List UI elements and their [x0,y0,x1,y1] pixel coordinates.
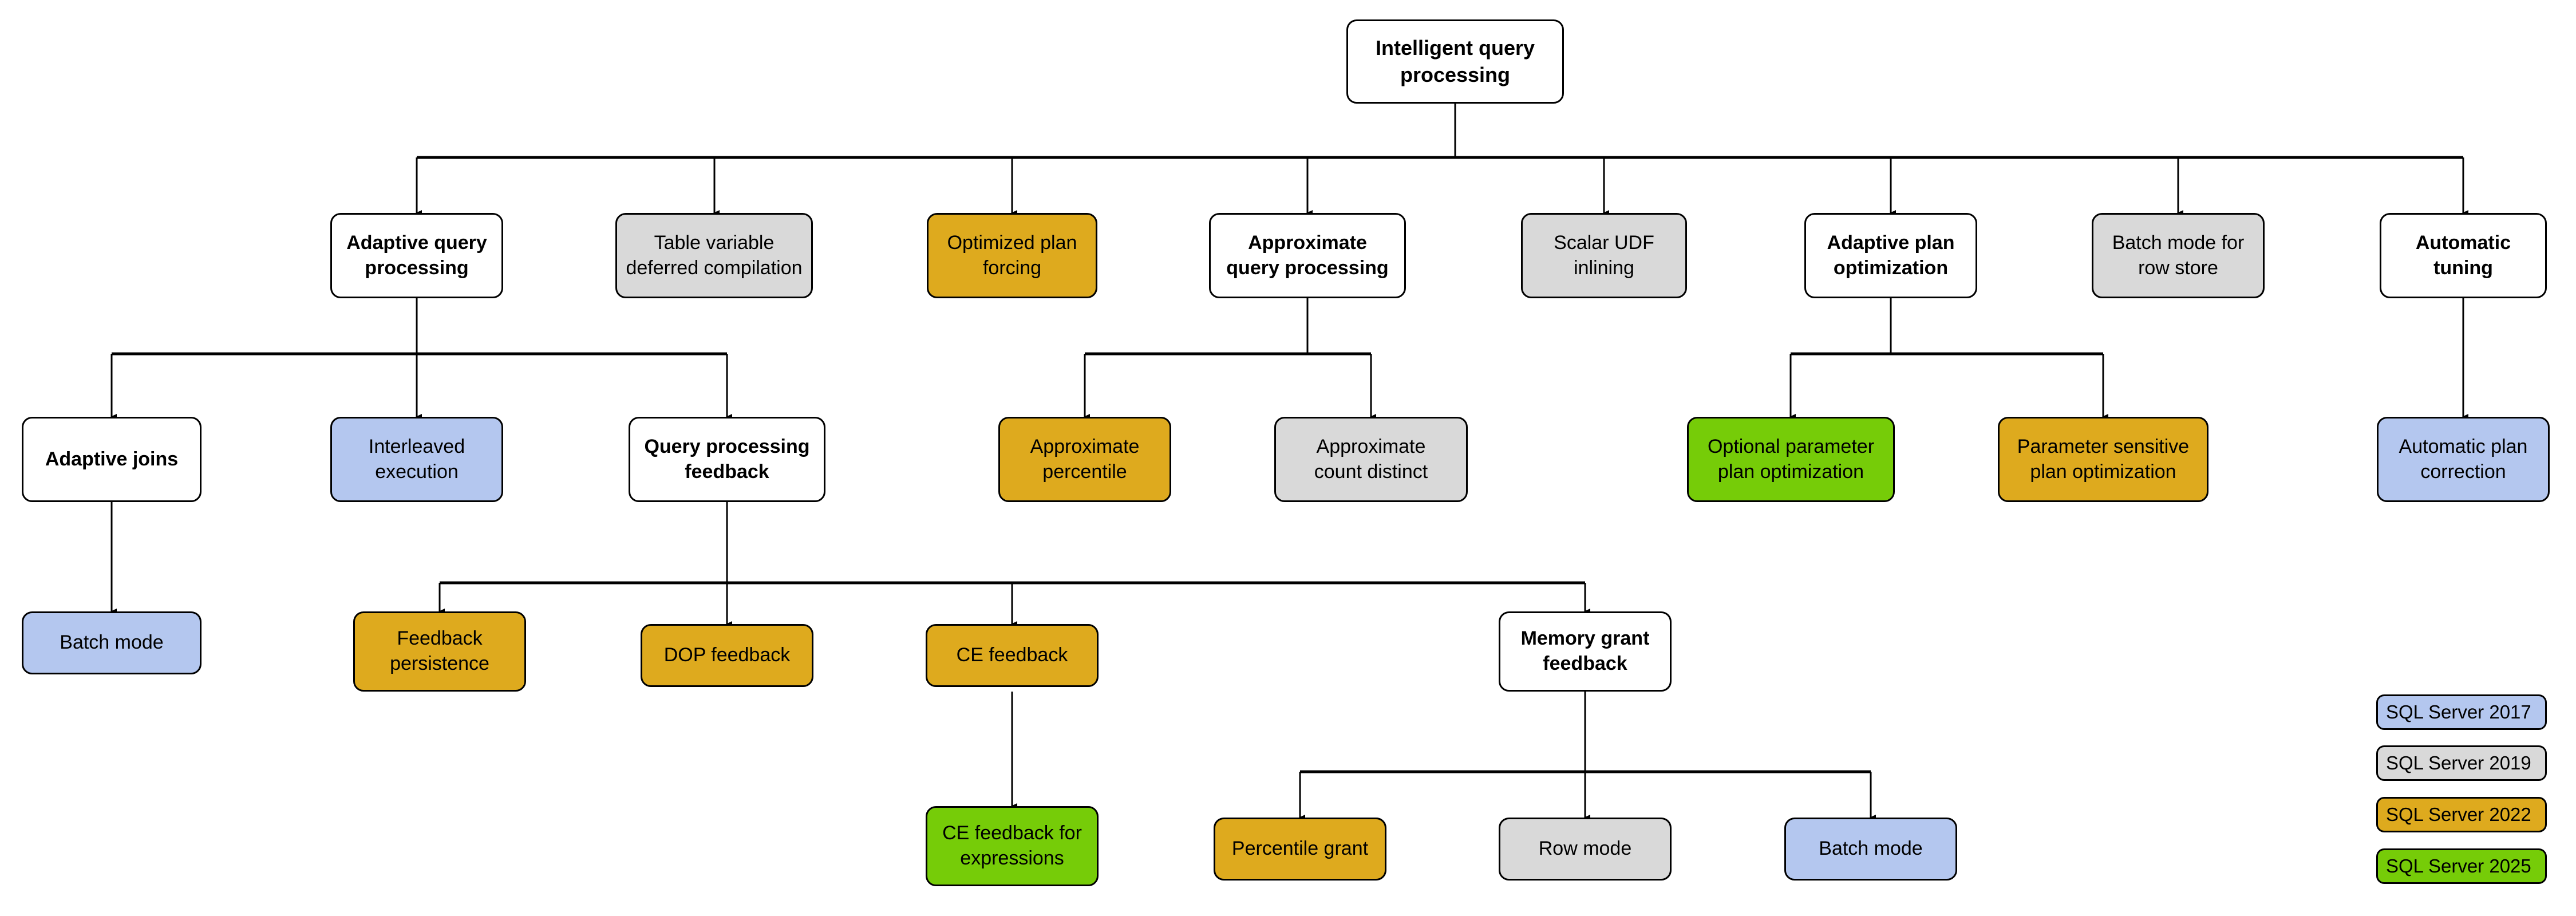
node-percentile-grant[interactable]: Percentile grant [1214,818,1386,881]
node-adaptive-joins[interactable]: Adaptive joins [22,417,202,502]
node-dop-feedback[interactable]: DOP feedback [641,624,813,687]
legend-item-sql-server-2017[interactable]: SQL Server 2017 [2376,694,2547,730]
node-batch-mode-adaptive-joins[interactable]: Batch mode [22,611,202,674]
legend-item-sql-server-2025[interactable]: SQL Server 2025 [2376,848,2547,884]
legend-item-sql-server-2019[interactable]: SQL Server 2019 [2376,745,2547,781]
legend-item-sql-server-2022[interactable]: SQL Server 2022 [2376,797,2547,832]
node-batch-mode-memory-grant[interactable]: Batch mode [1784,818,1957,881]
node-row-mode[interactable]: Row mode [1499,818,1672,881]
node-ce-feedback[interactable]: CE feedback [926,624,1099,687]
